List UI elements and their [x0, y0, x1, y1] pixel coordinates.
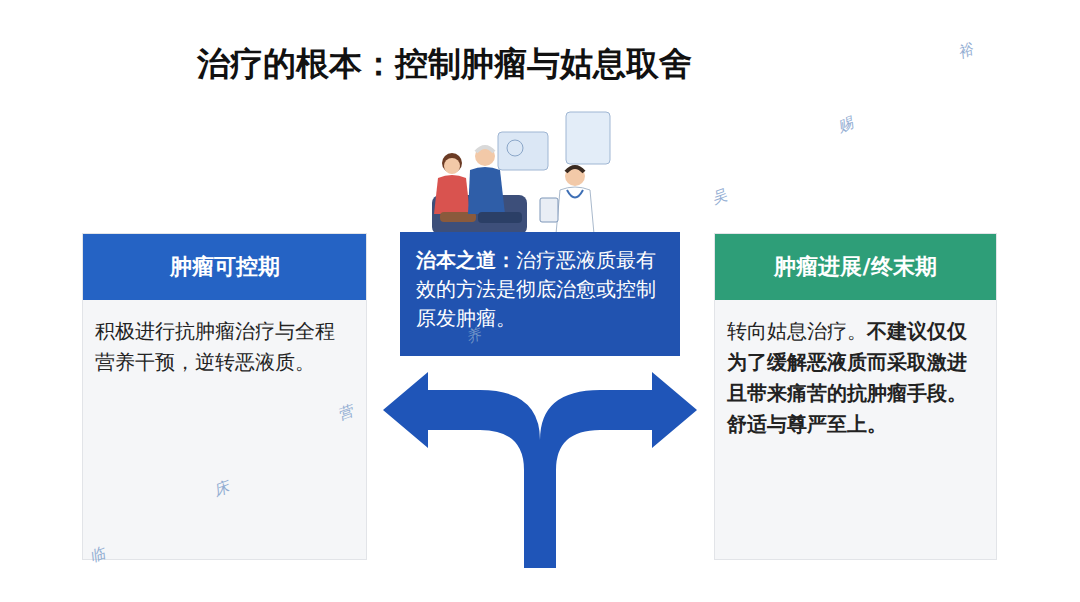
man-body [468, 167, 505, 214]
body-text: 积极进行抗肿瘤治疗与全程营养干预，逆转恶液质。 [95, 319, 335, 374]
panel-header: 肿瘤进展/终末期 [715, 234, 996, 300]
woman-face [444, 158, 460, 174]
diagram-title: 治疗的根本：控制肿瘤与姑息取舍 [197, 42, 692, 87]
man-head [475, 146, 495, 166]
doctor-coat [556, 187, 594, 234]
woman-body [434, 175, 470, 214]
watermark: 裕 [955, 40, 976, 63]
split-arrow [383, 372, 697, 568]
doctor-head [565, 166, 585, 186]
stethoscope [567, 190, 583, 198]
man-hair [476, 147, 494, 152]
panel-body: 积极进行抗肿瘤治疗与全程营养干预，逆转恶液质。 [83, 300, 366, 394]
clipboard [540, 198, 558, 222]
panel-header: 肿瘤可控期 [83, 234, 366, 300]
man-legs [478, 212, 522, 223]
screen-panel [566, 112, 610, 164]
watermark: 赐 [835, 114, 856, 137]
panel-body: 转向姑息治疗。不建议仅仅为了缓解恶液质而采取激进且带来痛苦的抗肿瘤手段。舒适与尊… [715, 300, 996, 456]
box-text: 治本之道： [416, 248, 516, 272]
woman-head [442, 153, 462, 173]
doctor-hair [566, 167, 584, 172]
watermark: 吴 [709, 186, 730, 209]
stage-panel: 肿瘤进展/终末期转向姑息治疗。不建议仅仅为了缓解恶液质而采取激进且带来痛苦的抗肿… [714, 233, 997, 560]
screen-panel [498, 132, 548, 170]
body-text: 转向姑息治疗。 [727, 319, 867, 343]
screen-icon [507, 140, 523, 156]
stage-panel: 肿瘤可控期积极进行抗肿瘤治疗与全程营养干预，逆转恶液质。 [82, 233, 367, 560]
key-point-box: 治本之道：治疗恶液质最有效的方法是彻底治愈或控制原发肿瘤。 [400, 232, 680, 356]
